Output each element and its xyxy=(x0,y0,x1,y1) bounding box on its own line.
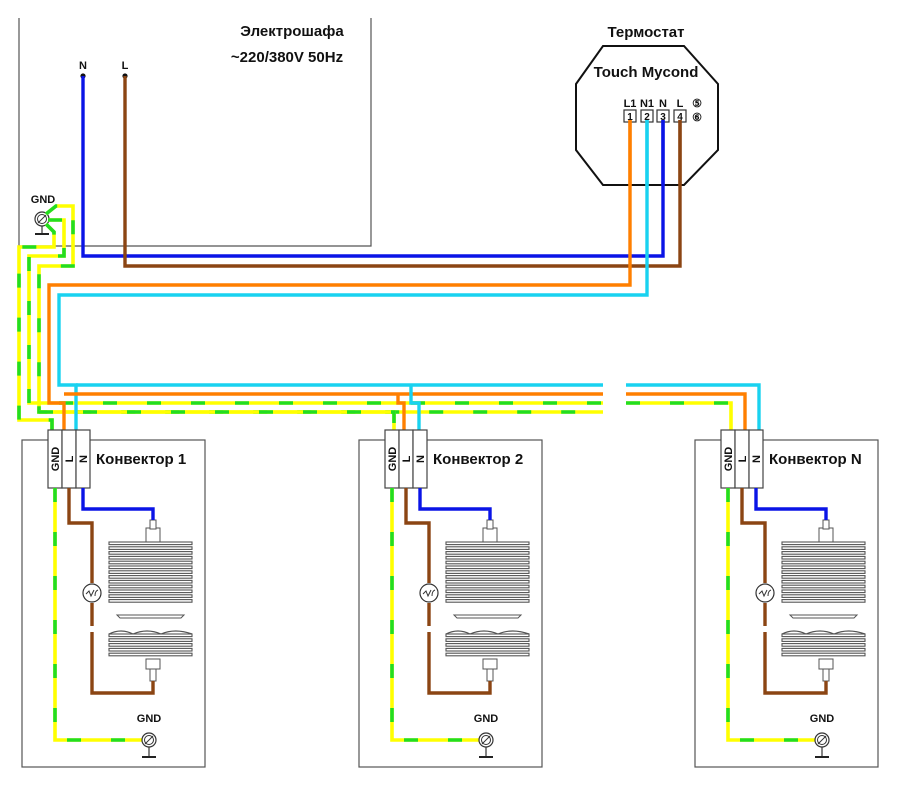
thermostat-terminal-4: L4 xyxy=(673,98,687,123)
convector-terminal-gnd: GND xyxy=(50,447,62,472)
thermostat-terminal-5: ⑤ xyxy=(692,98,702,110)
thermostat-terminal-number: 4 xyxy=(677,112,683,123)
ground-wire-bus-b xyxy=(626,401,733,430)
wire-switched-line-main xyxy=(47,120,632,430)
convector-ground-wire xyxy=(53,488,143,742)
thermal-switch-icon xyxy=(755,583,775,603)
thermostat-terminal-1: L11 xyxy=(623,98,637,123)
convector-terminal-l: L xyxy=(64,455,76,462)
convector-ground-wire xyxy=(390,488,480,742)
convector-terminal-l: L xyxy=(737,455,749,462)
thermostat-terminal-label: L1 xyxy=(624,98,637,110)
panel-terminal-n-label: N xyxy=(79,60,87,72)
ground-wire-drop-2 xyxy=(39,410,396,430)
convector-terminal-l: L xyxy=(401,455,413,462)
convector-neutral-wire xyxy=(418,488,492,520)
panel-terminal-l-label: L xyxy=(122,60,129,72)
convector-name: Конвектор 1 xyxy=(96,451,186,468)
panel-gnd-label: GND xyxy=(31,194,56,206)
convector-terminal-n: N xyxy=(751,455,763,463)
thermostat-terminal-label: N xyxy=(659,98,667,110)
thermostat-terminal-number: 3 xyxy=(660,112,666,123)
convector-line-wire xyxy=(67,488,94,583)
ground-wire-conv1 xyxy=(17,222,56,430)
switched-wires xyxy=(47,120,761,430)
convector-gnd-label: GND xyxy=(810,713,835,725)
wire-switched-neutral-drop-2 xyxy=(409,385,421,430)
thermostat-terminal-label: L xyxy=(677,98,684,110)
convector-line-wire xyxy=(427,632,492,695)
convector-outline xyxy=(21,439,206,768)
wire-switched-line-drop-2 xyxy=(396,394,406,430)
thermal-switch-icon xyxy=(82,583,102,603)
convector-outline xyxy=(358,439,543,768)
thermostat-terminal-3: N3 xyxy=(656,98,670,123)
heating-element-icon xyxy=(108,519,193,682)
electrical-panel: Электрошафа ~220/380V 50Hz N L GND xyxy=(18,18,372,247)
thermostat-terminal-number: 1 xyxy=(627,112,633,123)
convector-ground-screw-icon xyxy=(141,732,157,758)
supply-wires xyxy=(81,76,682,268)
convector-gnd-label: GND xyxy=(137,713,162,725)
convector-name: Конвектор 2 xyxy=(433,451,523,468)
heating-element-icon xyxy=(781,519,866,682)
thermostat-terminal-label: N1 xyxy=(640,98,654,110)
convector-line-wire xyxy=(763,632,828,695)
convector-outline xyxy=(694,439,879,768)
wire-neutral-supply xyxy=(81,76,665,258)
wire-switched-line-bus-b xyxy=(626,392,747,430)
convector-neutral-wire xyxy=(754,488,828,520)
convector-terminal-gnd: GND xyxy=(723,447,735,472)
thermostat-terminal-6: ⑥ xyxy=(692,112,702,124)
convector-ground-wire xyxy=(726,488,816,742)
convector-line-wire xyxy=(90,632,155,695)
panel-voltage: ~220/380V 50Hz xyxy=(231,49,343,66)
convector-neutral-wire xyxy=(81,488,155,520)
wire-line-supply xyxy=(123,76,682,268)
convector-terminal-n: N xyxy=(415,455,427,463)
thermostat-wire-drops xyxy=(628,120,682,186)
ground-wire-bus-1 xyxy=(27,218,603,405)
thermal-switch-icon xyxy=(419,583,439,603)
convector-name: Конвектор N xyxy=(769,451,862,468)
convector-terminal-n: N xyxy=(78,455,90,463)
panel-title: Электрошафа xyxy=(240,23,344,40)
convector-ground-screw-icon xyxy=(478,732,494,758)
thermostat-terminal-number: 2 xyxy=(644,112,650,123)
ground-wires xyxy=(17,204,733,430)
wire-switched-neutral-bus-b xyxy=(626,383,761,430)
convector-ground-screw-icon xyxy=(814,732,830,758)
convector-terminal-gnd: GND xyxy=(387,447,399,472)
convector-line-wire xyxy=(404,488,431,583)
thermostat-heading: Термостат xyxy=(608,24,685,41)
convector-gnd-label: GND xyxy=(474,713,499,725)
panel-outline xyxy=(18,18,372,247)
convector-line-wire xyxy=(740,488,767,583)
heating-element-icon xyxy=(445,519,530,682)
thermostat-terminal-2: N12 xyxy=(640,98,654,123)
thermostat-model: Touch Mycond xyxy=(594,64,699,81)
